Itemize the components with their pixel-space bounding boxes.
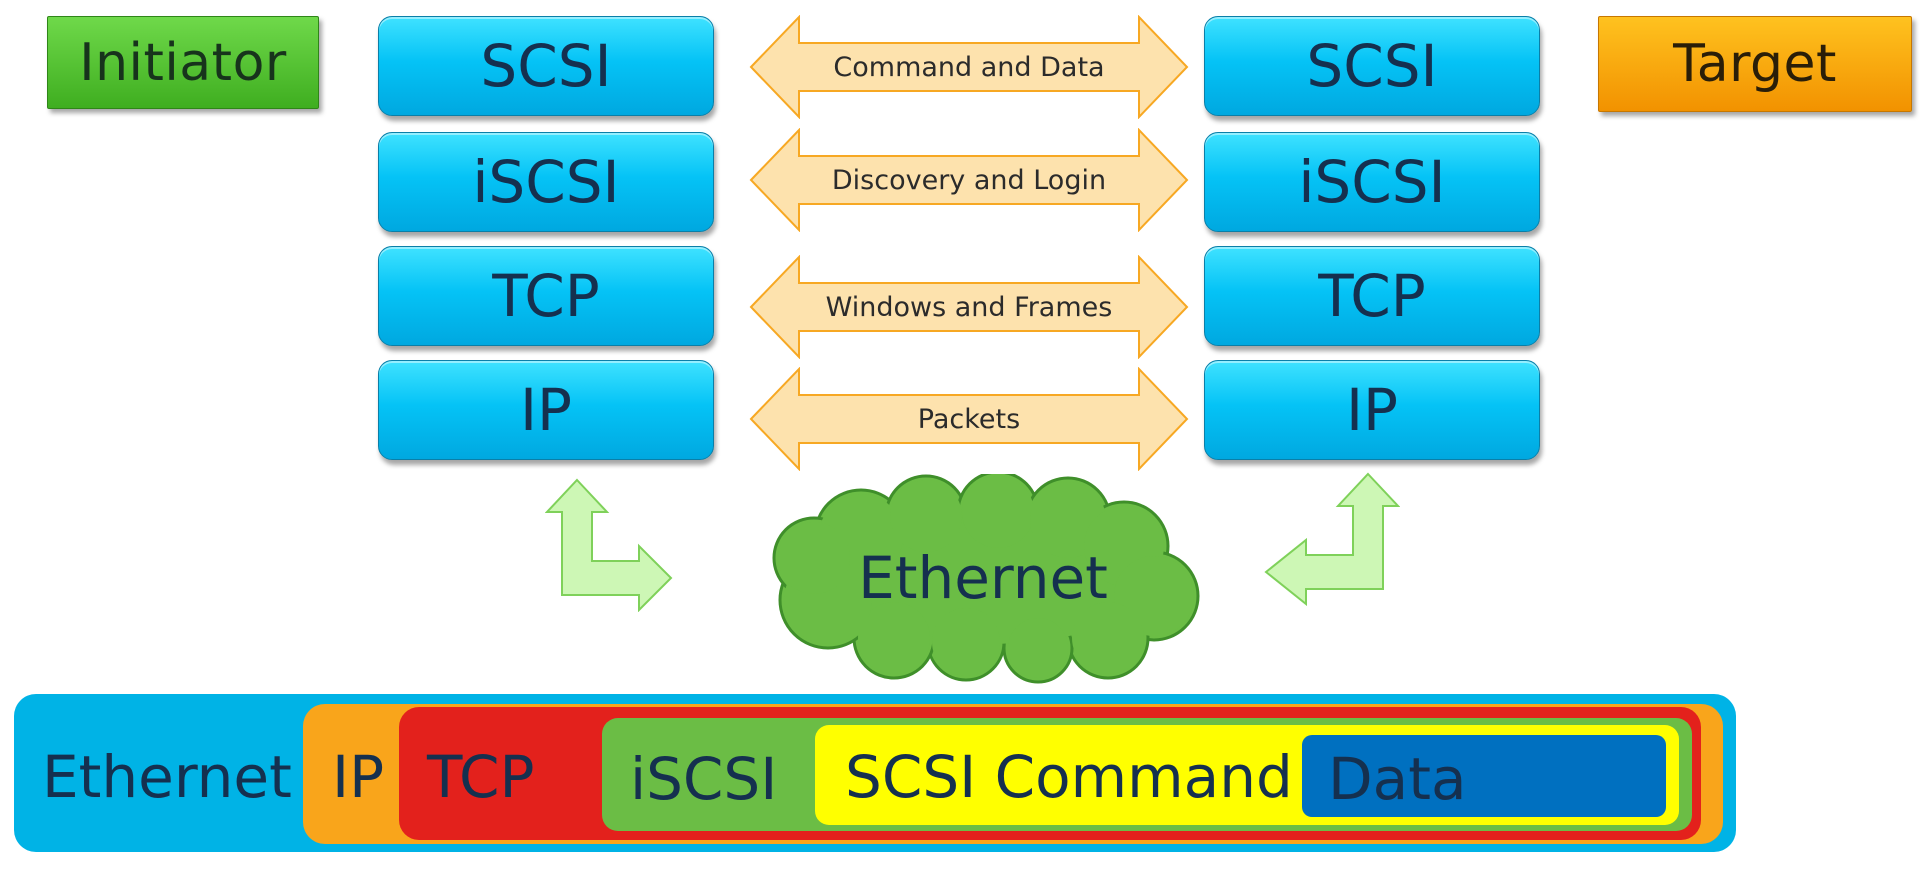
initiator-layer-iscsi-label: iSCSI xyxy=(472,148,620,216)
ethernet-cloud-label: Ethernet xyxy=(858,544,1108,612)
initiator-layer-tcp-label: TCP xyxy=(492,262,600,330)
initiator-layer-ip: IP xyxy=(378,360,714,460)
frame-scsi-command-label: SCSI Command xyxy=(845,743,1293,811)
initiator-bent-arrow-icon xyxy=(545,478,673,612)
frame-ip-label: IP xyxy=(332,743,385,811)
frame-data-label: Data xyxy=(1328,745,1467,813)
target-layer-scsi: SCSI xyxy=(1204,16,1540,116)
initiator-layer-scsi-label: SCSI xyxy=(480,32,612,100)
target-layer-iscsi: iSCSI xyxy=(1204,132,1540,232)
arrow-command-and-data: Command and Data xyxy=(749,15,1189,119)
initiator-layer-tcp: TCP xyxy=(378,246,714,346)
target-layer-ip: IP xyxy=(1204,360,1540,460)
arrow-discovery-and-login-label: Discovery and Login xyxy=(831,164,1107,196)
initiator-layer-scsi: SCSI xyxy=(378,16,714,116)
target-layer-iscsi-label: iSCSI xyxy=(1298,148,1446,216)
ethernet-cloud-icon xyxy=(772,474,1200,684)
target-layer-tcp-label: TCP xyxy=(1318,262,1426,330)
frame-ethernet-label: Ethernet xyxy=(42,743,292,811)
frame-tcp-label: TCP xyxy=(427,743,535,811)
frame-data xyxy=(1302,735,1666,817)
arrow-discovery-and-login: Discovery and Login xyxy=(749,128,1189,232)
arrow-windows-and-frames: Windows and Frames xyxy=(749,255,1189,359)
arrow-packets: Packets xyxy=(749,367,1189,471)
initiator-layer-iscsi: iSCSI xyxy=(378,132,714,232)
target-bent-arrow-icon xyxy=(1264,472,1400,606)
target-layer-tcp: TCP xyxy=(1204,246,1540,346)
arrow-windows-and-frames-label: Windows and Frames xyxy=(825,291,1113,323)
initiator-label: Initiator xyxy=(47,16,319,109)
target-label: Target xyxy=(1598,16,1912,112)
initiator-label-text: Initiator xyxy=(79,32,287,93)
target-layer-ip-label: IP xyxy=(1345,376,1399,444)
target-label-text: Target xyxy=(1673,34,1837,94)
arrow-packets-label: Packets xyxy=(917,403,1021,435)
target-layer-scsi-label: SCSI xyxy=(1306,32,1438,100)
arrow-command-and-data-label: Command and Data xyxy=(833,51,1105,83)
frame-iscsi-label: iSCSI xyxy=(630,745,778,813)
initiator-layer-ip-label: IP xyxy=(519,376,573,444)
